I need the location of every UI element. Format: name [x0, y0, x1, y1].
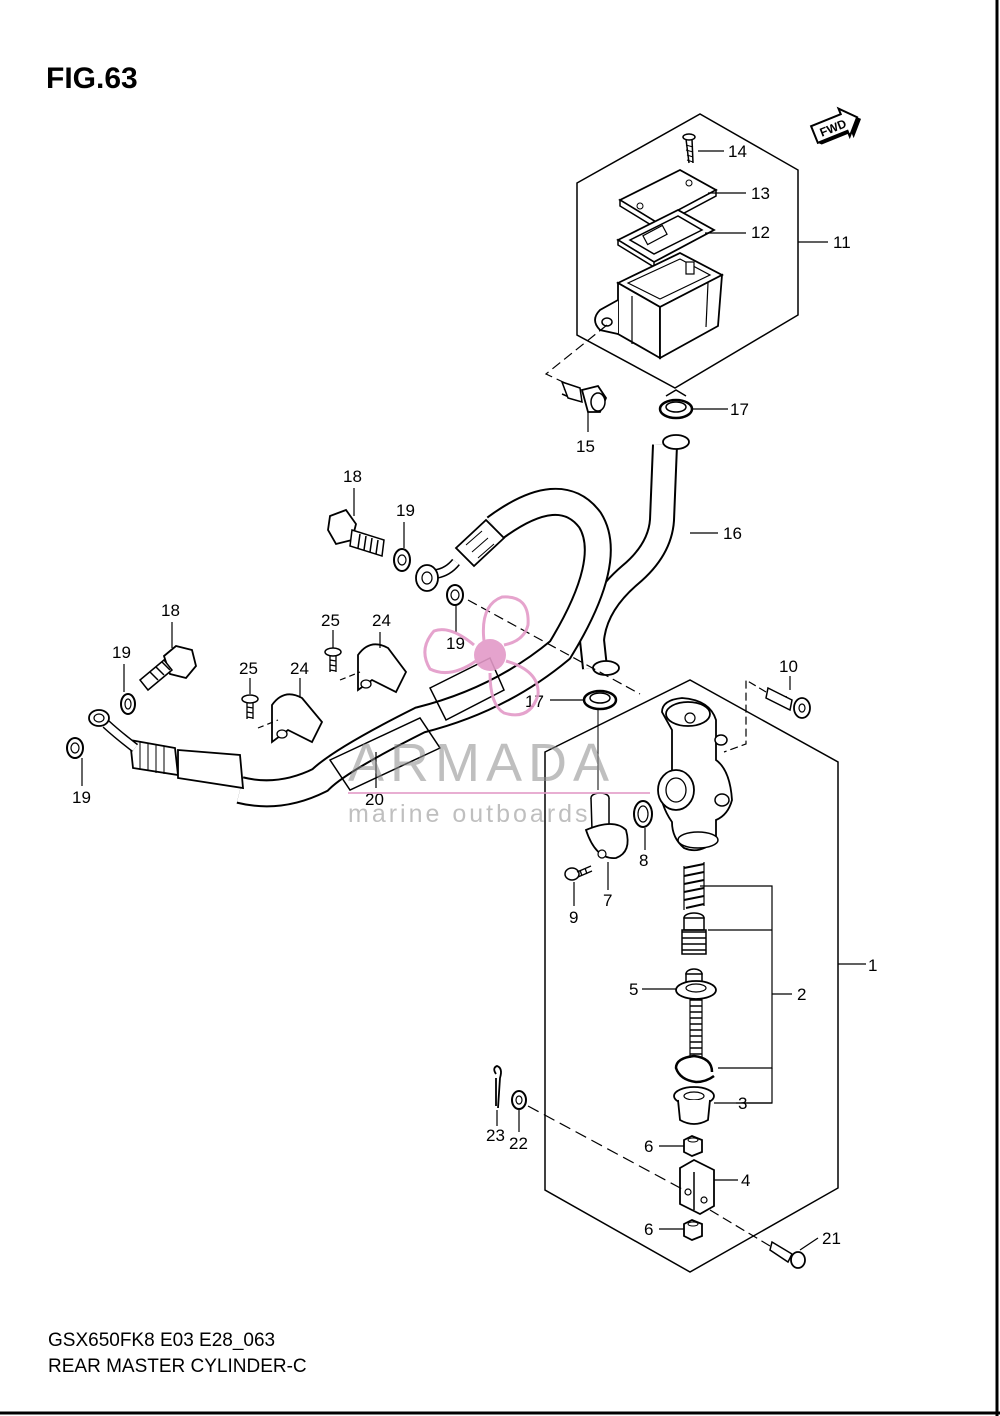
- callout-2: 2: [797, 985, 806, 1004]
- model-code: GSX650FK8 E03 E28_063: [48, 1330, 276, 1351]
- callout-3: 3: [738, 1094, 747, 1113]
- assembly-guide-line: [544, 324, 608, 391]
- circlip-icon: [674, 1054, 715, 1084]
- reservoir-assembly-boundary: [576, 113, 799, 389]
- clevis-pin-21-icon: [709, 1209, 806, 1269]
- callout-6-lower: 6: [644, 1220, 653, 1239]
- piston-cup-icon: [681, 912, 707, 955]
- callout-20: 20: [365, 790, 384, 809]
- hose-guide-24-lower-icon: [257, 693, 324, 744]
- union-bolt-18-lower-icon: [138, 645, 197, 692]
- crush-washer-19-far-left-icon: [66, 737, 84, 759]
- watermark-tagline: marine outboards: [348, 800, 591, 828]
- callout-leader-lines: [81, 150, 866, 1251]
- screw-9-icon: [564, 865, 593, 881]
- assembly-guide-line: [467, 599, 641, 695]
- callout-17-upper: 17: [730, 400, 749, 419]
- o-ring-8-icon: [633, 800, 653, 828]
- callout-15: 15: [576, 437, 595, 456]
- diaphragm-plate-12-icon: [616, 208, 716, 269]
- screw-25-lower-icon: [241, 694, 259, 719]
- callout-24-lower: 24: [290, 659, 309, 678]
- washer-22-icon: [511, 1090, 527, 1110]
- callout-24-upper: 24: [372, 611, 391, 630]
- propeller-logo-icon: [423, 595, 540, 717]
- callout-5: 5: [629, 980, 638, 999]
- brake-hose-20-icon: [88, 487, 612, 808]
- master-cylinder-assembly-boundary: [544, 679, 839, 1273]
- callout-23: 23: [486, 1126, 505, 1145]
- nut-6-lower-icon: [683, 1219, 703, 1241]
- callout-14: 14: [728, 142, 747, 161]
- bolt-15-icon: [560, 380, 608, 413]
- callout-11: 11: [833, 233, 851, 252]
- reservoir-hose-16-icon: [578, 434, 690, 676]
- hose-clamp-17-upper-icon: [658, 389, 694, 420]
- dust-boot-3-icon: [673, 1086, 715, 1125]
- callout-12: 12: [751, 223, 770, 242]
- union-bolt-18-upper-icon: [327, 508, 385, 557]
- callout-19-middle: 19: [446, 634, 465, 653]
- callout-25-upper: 25: [321, 611, 340, 630]
- callout-19-lower-left: 19: [112, 643, 131, 662]
- spring-icon: [683, 862, 705, 910]
- callout-19-upper: 19: [396, 501, 415, 520]
- clevis-4-icon: [679, 1158, 715, 1216]
- callout-13: 13: [751, 184, 770, 203]
- push-rod-icon: [675, 968, 717, 1058]
- cotter-pin-23-icon: [493, 1065, 502, 1109]
- hose-guide-24-upper-icon: [339, 643, 408, 694]
- callout-7: 7: [603, 891, 612, 910]
- screw-25-upper-icon: [324, 647, 342, 672]
- figure-title: FIG.63: [46, 62, 138, 95]
- callout-19-far-left: 19: [72, 788, 91, 807]
- callout-22: 22: [509, 1134, 528, 1153]
- callout-10: 10: [779, 657, 798, 676]
- inlet-connector-7-icon: [584, 792, 629, 859]
- nut-6-upper-icon: [683, 1135, 703, 1157]
- master-cylinder-body-icon: [657, 697, 733, 852]
- screw-14-icon: [682, 133, 696, 164]
- hose-clamp-17-lower-icon: [582, 689, 618, 711]
- fwd-arrow-icon: FWD: [809, 106, 862, 145]
- callout-21: 21: [822, 1229, 841, 1248]
- bolt-10-icon: [723, 678, 811, 753]
- callout-18-lower: 18: [161, 601, 180, 620]
- watermark: ARMADA marine outboards: [348, 595, 650, 828]
- reservoir-body-icon: [594, 251, 724, 360]
- callout-6-upper: 6: [644, 1137, 653, 1156]
- assembly-guide-line: [527, 1105, 685, 1191]
- crush-washer-19-lower-left-icon: [120, 693, 136, 715]
- crush-washer-19-middle-icon: [446, 584, 464, 606]
- callout-4: 4: [741, 1171, 750, 1190]
- callout-16: 16: [723, 524, 742, 543]
- callout-25-lower: 25: [239, 659, 258, 678]
- callout-18-upper: 18: [343, 467, 362, 486]
- watermark-brand: ARMADA: [348, 733, 615, 793]
- crush-washer-19-upper-icon: [393, 548, 411, 572]
- callout-1: 1: [868, 956, 877, 975]
- callout-numbers: 14 13 12 11 15 17 16 18 19 18 19 19 19 2…: [72, 142, 877, 1248]
- callout-9: 9: [569, 908, 578, 927]
- diagram-name: REAR MASTER CYLINDER-C: [48, 1356, 307, 1377]
- callout-8: 8: [639, 851, 648, 870]
